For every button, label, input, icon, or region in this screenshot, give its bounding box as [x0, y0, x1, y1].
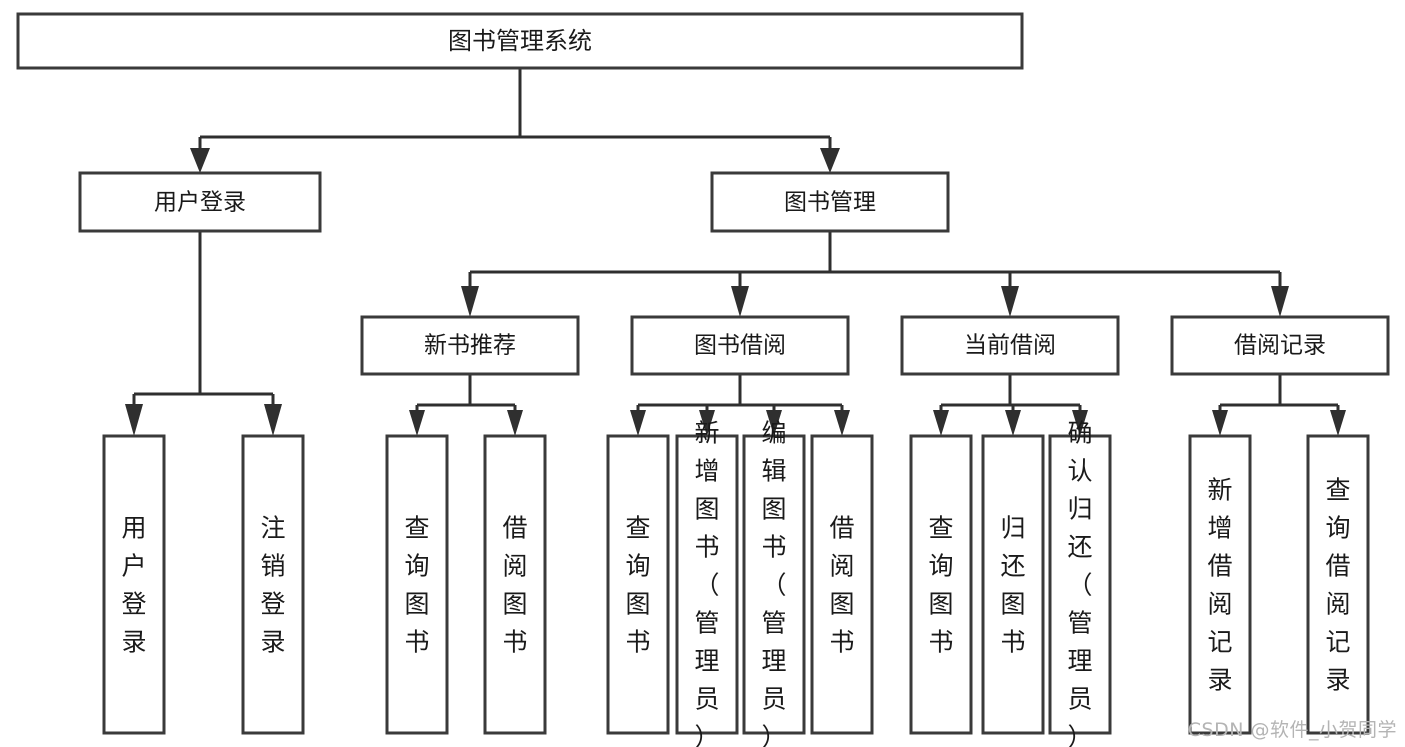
leaf-node-leaf-add-record[interactable]: 新增借阅记录 — [1188, 434, 1252, 735]
node-new-book-recommend[interactable]: 新书推荐 — [360, 315, 580, 376]
leaf-return-book-box[interactable] — [981, 434, 1045, 735]
leaf-layer: 用户登录 注销登录 查询图书 借阅图书 查询图书 新增图书（管理员） 编辑图书（管理员） 借阅… — [102, 419, 1370, 747]
leaf-node-leaf-query-book-3[interactable]: 查询图书 — [909, 434, 973, 735]
arrow-to-leaf-add-record — [1212, 410, 1228, 436]
leaf-edit-book-box[interactable] — [742, 434, 806, 735]
leaf-borrow-book-1-box[interactable] — [483, 434, 547, 735]
arrow-to-current-borrow — [1001, 286, 1019, 317]
leaf-node-leaf-confirm-return[interactable]: 确认归还（管理员） — [1048, 419, 1112, 747]
leaf-borrow-book-2-box[interactable] — [810, 434, 874, 735]
leaf-query-book-2-box[interactable] — [606, 434, 670, 735]
arrow-to-leaf-edit-book — [766, 410, 782, 436]
arrow-to-leaf-add-book — [699, 410, 715, 436]
leaf-node-leaf-user-login[interactable]: 用户登录 — [102, 434, 166, 735]
leaf-node-leaf-logout[interactable]: 注销登录 — [241, 434, 305, 735]
leaf-query-book-1-label: 查询图书 — [404, 514, 429, 657]
leaf-node-leaf-edit-book[interactable]: 编辑图书（管理员） — [742, 419, 806, 747]
leaf-edit-book-label: 编辑图书（管理员） — [761, 419, 786, 747]
connector-layer — [125, 68, 1346, 436]
arrow-to-book-manage — [820, 148, 840, 173]
arrow-to-leaf-logout — [264, 404, 282, 436]
root-label: 图书管理系统 — [448, 27, 592, 55]
book-borrow-box[interactable] — [630, 315, 850, 376]
leaf-add-book-label: 新增图书（管理员） — [694, 419, 719, 747]
leaf-add-record-box[interactable] — [1188, 434, 1252, 735]
arrow-to-leaf-query-book-3 — [933, 410, 949, 436]
borrow-record-label: 借阅记录 — [1234, 333, 1326, 359]
leaf-node-leaf-borrow-book-1[interactable]: 借阅图书 — [483, 434, 547, 735]
arrow-to-leaf-confirm-return — [1072, 410, 1088, 436]
leaf-node-leaf-query-record[interactable]: 查询借阅记录 — [1306, 434, 1370, 735]
leaf-query-record-label: 查询借阅记录 — [1325, 476, 1350, 695]
user-login-label: 用户登录 — [154, 190, 246, 216]
leaf-logout-box[interactable] — [241, 434, 305, 735]
leaf-borrow-book-2-label: 借阅图书 — [829, 514, 854, 657]
arrow-to-user-login — [190, 148, 210, 173]
leaf-confirm-return-box[interactable] — [1048, 434, 1112, 735]
leaf-query-book-3-box[interactable] — [909, 434, 973, 735]
borrow-record-box[interactable] — [1170, 315, 1390, 376]
node-borrow-record[interactable]: 借阅记录 — [1170, 315, 1390, 376]
book-borrow-label: 图书借阅 — [694, 333, 786, 359]
leaf-node-leaf-borrow-book-2[interactable]: 借阅图书 — [810, 434, 874, 735]
node-book-manage[interactable]: 图书管理 — [710, 171, 950, 233]
leaf-query-book-1-box[interactable] — [385, 434, 449, 735]
new-book-recommend-label: 新书推荐 — [424, 333, 516, 359]
leaf-node-leaf-add-book[interactable]: 新增图书（管理员） — [675, 419, 739, 747]
leaf-user-login-box[interactable] — [102, 434, 166, 735]
book-manage-box[interactable] — [710, 171, 950, 233]
leaf-node-leaf-query-book-1[interactable]: 查询图书 — [385, 434, 449, 735]
arrow-to-leaf-query-book-2 — [630, 410, 646, 436]
new-book-recommend-box[interactable] — [360, 315, 580, 376]
arrow-to-leaf-borrow-book-1 — [507, 410, 523, 436]
leaf-query-book-2-label: 查询图书 — [625, 514, 650, 657]
leaf-borrow-book-1-label: 借阅图书 — [502, 514, 527, 657]
leaf-confirm-return-label: 确认归还（管理员） — [1067, 419, 1092, 747]
arrow-to-new-book-recommend — [461, 286, 479, 317]
leaf-node-leaf-return-book[interactable]: 归还图书 — [981, 434, 1045, 735]
arrow-to-leaf-user-login — [125, 404, 143, 436]
current-borrow-box[interactable] — [900, 315, 1120, 376]
arrow-to-leaf-query-record — [1330, 410, 1346, 436]
leaf-query-book-3-label: 查询图书 — [928, 514, 953, 657]
leaf-add-record-label: 新增借阅记录 — [1207, 476, 1232, 695]
arrow-to-leaf-borrow-book-2 — [834, 410, 850, 436]
arrow-to-book-borrow — [731, 286, 749, 317]
leaf-return-book-label: 归还图书 — [1000, 514, 1025, 657]
leaf-query-record-box[interactable] — [1306, 434, 1370, 735]
arrow-to-leaf-return-book — [1005, 410, 1021, 436]
node-current-borrow[interactable]: 当前借阅 — [900, 315, 1120, 376]
book-manage-label: 图书管理 — [784, 190, 876, 216]
node-user-login[interactable]: 用户登录 — [78, 171, 322, 233]
user-login-box[interactable] — [78, 171, 322, 233]
arrow-to-leaf-query-book-1 — [409, 410, 425, 436]
node-root[interactable]: 图书管理系统 — [16, 12, 1024, 70]
leaf-user-login-label: 用户登录 — [121, 514, 146, 657]
arrow-to-borrow-record — [1271, 286, 1289, 317]
leaf-logout-label: 注销登录 — [260, 514, 285, 657]
leaf-add-book-box[interactable] — [675, 434, 739, 735]
leaf-node-leaf-query-book-2[interactable]: 查询图书 — [606, 434, 670, 735]
current-borrow-label: 当前借阅 — [964, 333, 1056, 359]
root-box[interactable] — [16, 12, 1024, 70]
node-book-borrow[interactable]: 图书借阅 — [630, 315, 850, 376]
